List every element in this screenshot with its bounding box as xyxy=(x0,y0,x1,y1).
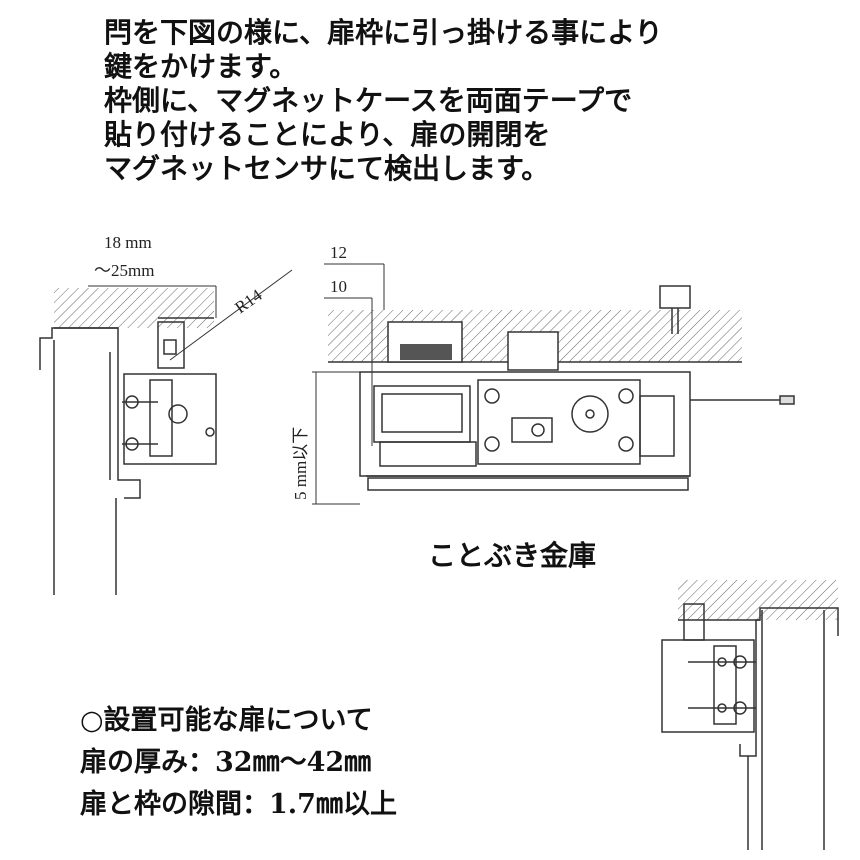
dim-radius: R14 xyxy=(231,285,266,317)
spec-thickness: 扉の厚み：32㎜～42㎜ xyxy=(80,747,372,778)
lock-body xyxy=(359,371,691,477)
description-line: マグネットセンサにて検出します。 xyxy=(104,152,550,185)
dim-left-range-bottom: ～25mm xyxy=(94,261,154,280)
dim-gap-inner: 10 xyxy=(330,277,347,296)
bracket xyxy=(661,639,755,733)
frame-hatch xyxy=(54,288,214,328)
dim-gap-outer: 12 xyxy=(330,243,347,262)
manufacturer-label: ことぶき金庫 xyxy=(428,539,597,572)
description-line: 貼り付けることにより、扉の開閉を xyxy=(104,118,551,151)
frame-hatch xyxy=(678,580,838,620)
description-text: 閂を下図の様に、扉枠に引っ掛ける事により 鍵をかけます。 枠側に、マグネットケー… xyxy=(104,16,844,186)
center-front-view xyxy=(312,263,795,505)
key xyxy=(659,285,691,309)
right-side-view xyxy=(661,580,839,850)
description-line: 鍵をかけます。 xyxy=(104,50,298,83)
door-profile xyxy=(39,327,141,499)
dim-height-limit: 5 mm以下 xyxy=(291,427,310,500)
spec-heading: ○設置可能な扉について xyxy=(80,705,373,736)
description-line: 枠側に、マグネットケースを両面テープで xyxy=(104,84,633,117)
dim-left-range-top: 18 mm xyxy=(104,233,152,252)
left-side-view xyxy=(39,269,293,595)
spec-block: ○設置可能な扉について 扉の厚み：32㎜～42㎜ 扉と枠の隙間：1.7㎜以上 xyxy=(80,700,397,826)
spec-gap: 扉と枠の隙間：1.7㎜以上 xyxy=(80,789,397,820)
bracket xyxy=(123,373,217,465)
door-profile xyxy=(739,607,839,757)
strike-plate xyxy=(507,331,559,371)
description-line: 閂を下図の様に、扉枠に引っ掛ける事により xyxy=(104,16,663,49)
